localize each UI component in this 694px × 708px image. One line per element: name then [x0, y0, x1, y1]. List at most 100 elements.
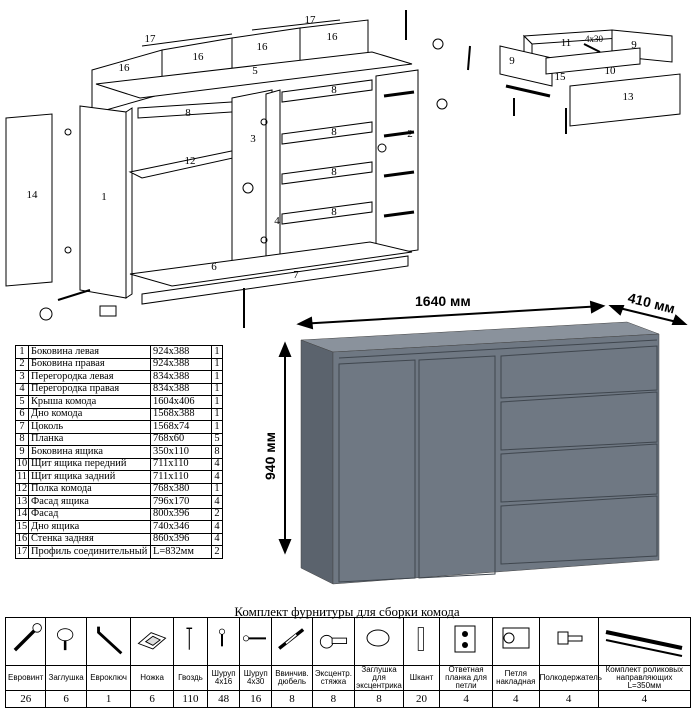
- callout-9-right: 9: [631, 39, 637, 51]
- callout-4x30: 4x30: [585, 34, 604, 44]
- hardware-qty: 110: [172, 690, 209, 708]
- right-partition: [265, 89, 281, 265]
- callout-2: 2: [407, 128, 413, 140]
- part-qty: 1: [211, 345, 223, 359]
- part-name: Планка: [28, 432, 151, 446]
- part-name: Перегородка левая: [28, 370, 151, 384]
- part-qty: 1: [211, 420, 223, 434]
- hardware-qty: 4: [439, 690, 493, 708]
- eccentric-cap-icon: [354, 617, 404, 666]
- part-size: 740x346: [150, 520, 212, 534]
- part-qty: 5: [211, 432, 223, 446]
- part-qty: 2: [211, 507, 223, 521]
- hardware-qty: 4: [538, 690, 599, 708]
- part-qty: 1: [211, 382, 223, 396]
- part-name: Фасад ящика: [28, 495, 151, 509]
- part-size: 860x396: [150, 532, 212, 546]
- part-size: 924x388: [150, 357, 212, 371]
- hinge-plate-icon: [439, 617, 493, 666]
- cabinet-side: [300, 339, 334, 585]
- screw-short-icon: [207, 617, 241, 666]
- callout-8-r3: 8: [331, 166, 337, 178]
- part-name: Крыша комода: [28, 395, 151, 409]
- part-number: 8: [15, 432, 29, 446]
- part-number: 13: [15, 495, 29, 509]
- part-name: Стенка задняя: [28, 532, 151, 546]
- part-size: 1568x388: [150, 407, 212, 421]
- part-name: Перегородка правая: [28, 382, 151, 396]
- eurovint-icon: [4, 617, 47, 666]
- part-name: Дно комода: [28, 407, 151, 421]
- callout-9-left: 9: [509, 55, 515, 67]
- part-qty: 4: [211, 532, 223, 546]
- callout-3: 3: [250, 133, 256, 145]
- callout-10: 10: [605, 65, 617, 77]
- hardware-label: Заглушка для эксцентрика: [354, 665, 404, 691]
- screw-long-icon: [239, 617, 273, 666]
- part-number: 5: [15, 395, 29, 409]
- part-number: 2: [15, 357, 29, 371]
- hardware-qty: 1: [85, 690, 132, 708]
- hardware-label: Ввинчив. дюбель: [271, 665, 313, 691]
- hardware-label: Шкант: [402, 665, 441, 691]
- hardware-label: Евроключ: [85, 665, 132, 691]
- cabinet-drawer-1: [500, 345, 658, 399]
- part-number: 11: [15, 470, 29, 484]
- nail-icon: [172, 617, 209, 666]
- drawer-slides-icon: [597, 617, 692, 666]
- leg-icon: [130, 617, 174, 666]
- wood-dowel-icon: [402, 617, 441, 666]
- hardware-label: Полкодержатель: [538, 665, 602, 691]
- cabinet-drawer-4: [500, 495, 658, 565]
- part-qty: 4: [211, 495, 223, 509]
- callout-8-left: 8: [185, 107, 191, 119]
- hardware-qty: 6: [45, 690, 87, 708]
- part-size: 834x388: [150, 370, 212, 384]
- part-size: 711x110: [150, 470, 212, 484]
- callout-14: 14: [27, 189, 39, 201]
- part-number: 1: [15, 345, 29, 359]
- shelf-support-icon: [538, 617, 599, 666]
- callout-8-r1: 8: [331, 84, 337, 96]
- part-qty: 1: [211, 395, 223, 409]
- callout-16-a: 16: [119, 62, 131, 74]
- hardware-label: Петля накладная: [491, 665, 540, 691]
- part-qty: 2: [211, 545, 223, 559]
- hinge-icon: [491, 617, 540, 666]
- part-number: 9: [15, 445, 29, 459]
- drawer-exploded-view: [467, 29, 681, 134]
- part-number: 10: [15, 457, 29, 471]
- part-name: Фасад: [28, 507, 151, 521]
- bottom-panel: [129, 241, 413, 287]
- hardware-qty: 6: [130, 690, 174, 708]
- hardware-qty: 48: [207, 690, 241, 708]
- assembled-cabinet-view: 1640 мм 410 мм 940 мм: [262, 289, 688, 585]
- part-number: 3: [15, 370, 29, 384]
- callout-16-b: 16: [193, 51, 205, 63]
- part-qty: 1: [211, 482, 223, 496]
- hardware-qty: 26: [4, 690, 47, 708]
- hardware-label: Ответная планка для петли: [439, 665, 493, 691]
- part-number: 15: [15, 520, 29, 534]
- part-name: Полка комода: [28, 482, 151, 496]
- callout-5: 5: [252, 65, 258, 77]
- callout-15: 15: [555, 71, 567, 83]
- hardware-qty: 16: [239, 690, 273, 708]
- hardware-qty: 8: [354, 690, 404, 708]
- part-number: 7: [15, 420, 29, 434]
- hardware-qty: 8: [311, 690, 356, 708]
- part-size: 1568x74: [150, 420, 212, 434]
- part-size: 711x110: [150, 457, 212, 471]
